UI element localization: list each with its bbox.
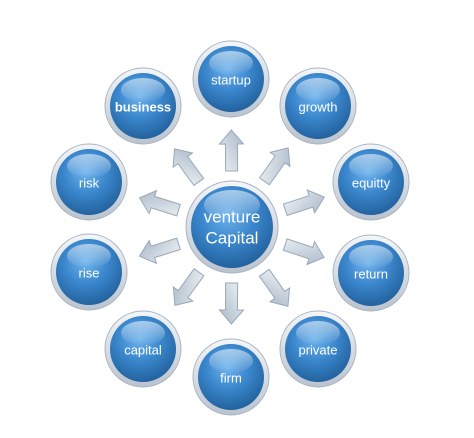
node-shine-risk — [67, 154, 111, 178]
center-node: venture Capital — [185, 180, 279, 274]
node-label-growth: growth — [298, 100, 337, 115]
node-firm: firm — [192, 338, 270, 416]
center-label-line2: Capital — [206, 229, 259, 248]
node-capital: capital — [104, 310, 182, 388]
arrow-to-growth — [258, 147, 291, 186]
node-shine-return — [349, 245, 393, 269]
center-label-line1: venture — [204, 208, 261, 227]
outer-nodes-group: startup growth equitty return private firm cap… — [50, 40, 410, 416]
node-label-startup: startup — [211, 73, 251, 88]
node-rise: rise — [50, 233, 128, 311]
node-business: business — [104, 67, 182, 145]
node-label-risk: risk — [79, 176, 100, 191]
node-startup: startup — [192, 40, 270, 118]
arrow-to-firm — [218, 282, 245, 325]
arrow-to-equitty — [282, 189, 326, 217]
node-shine-private — [296, 321, 340, 345]
arrows-group — [138, 129, 326, 325]
node-label-equitty: equitty — [352, 176, 391, 191]
node-label-private: private — [298, 343, 337, 358]
node-equitty: equitty — [332, 143, 410, 221]
arrow-to-return — [282, 238, 325, 266]
node-label-return: return — [354, 267, 388, 282]
node-shine-rise — [67, 244, 111, 268]
node-shine-firm — [209, 349, 253, 373]
node-shine-capital — [121, 321, 165, 345]
node-label-business: business — [115, 100, 171, 115]
node-growth: growth — [279, 67, 357, 145]
arrow-to-capital — [172, 268, 205, 306]
arrow-to-startup — [218, 129, 245, 172]
node-shine-growth — [296, 78, 340, 102]
arrow-to-rise — [138, 237, 182, 265]
node-label-rise: rise — [79, 266, 100, 281]
node-label-firm: firm — [220, 371, 242, 386]
node-label-capital: capital — [124, 343, 162, 358]
node-return: return — [332, 234, 410, 312]
node-shine-startup — [209, 51, 253, 75]
arrow-to-business — [172, 148, 205, 187]
center-node-shine — [204, 190, 260, 220]
node-shine-business — [121, 78, 165, 102]
node-risk: risk — [50, 143, 128, 221]
node-private: private — [279, 310, 357, 388]
arrow-to-risk — [138, 189, 182, 217]
arrow-to-private — [258, 268, 291, 307]
node-shine-equitty — [349, 154, 393, 178]
